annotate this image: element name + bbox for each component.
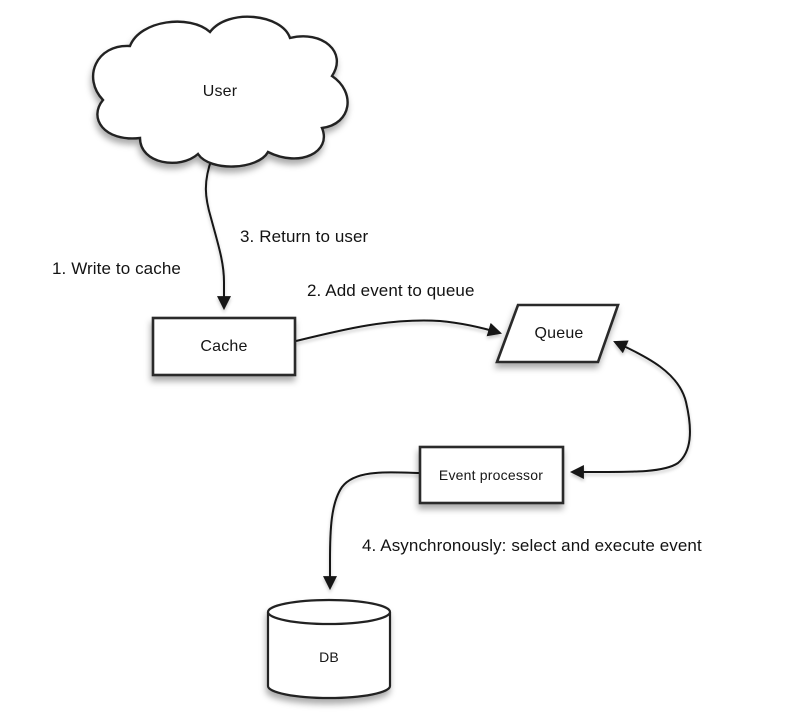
user-cloud-shape [92,15,349,168]
cache-node-shape [151,316,297,377]
edge-label-add-event-to-queue: 2. Add event to queue [307,281,475,300]
edge-label-return-to-user: 3. Return to user [240,227,369,246]
queue-node-label: Queue [534,325,584,342]
edges-group [204,157,691,591]
user-node-label: User [202,83,238,100]
db-node-shape [266,598,392,700]
cache-node-label: Cache [200,338,248,355]
arrow-user-to-cache [204,157,231,311]
edge-label-write-to-cache: 1. Write to cache [52,259,181,278]
edge-label-async-select-execute: 4. Asynchronously: select and execute ev… [362,536,702,555]
arrow-cache-to-queue [295,319,503,342]
event-processor-node-shape [418,445,565,505]
arrow-queue-event-processor [569,340,691,480]
event-processor-node-label: Event processor [438,467,544,483]
queue-node-shape [495,303,620,364]
arrow-event-processor-to-db [323,471,421,591]
db-node-label: DB [319,649,339,665]
